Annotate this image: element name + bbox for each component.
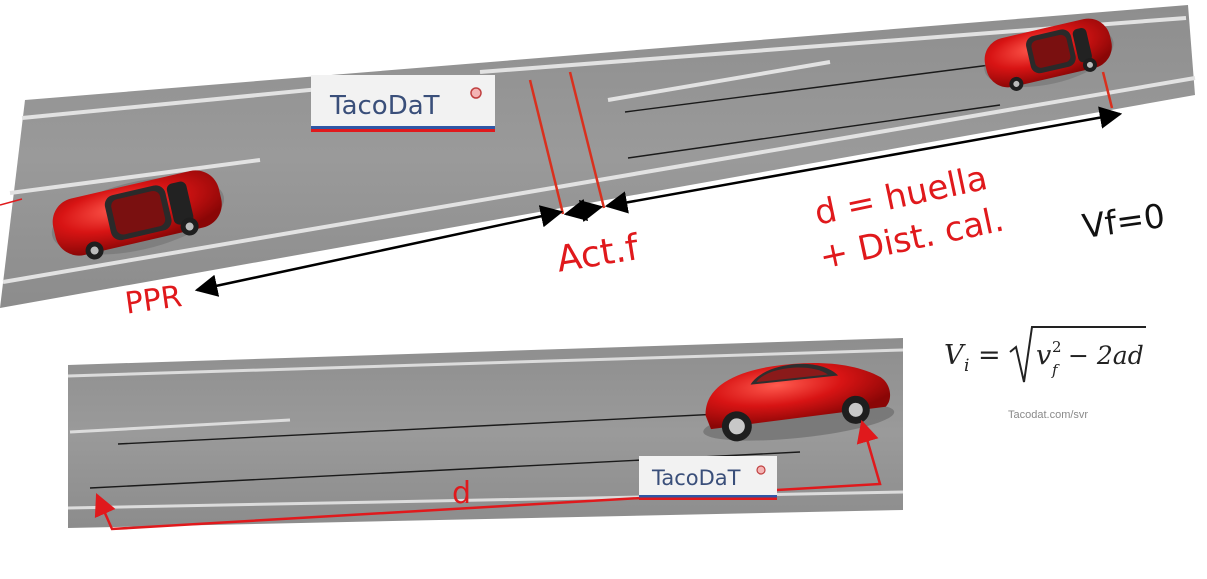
tacodat-logo-icon: TacoDaT bbox=[311, 75, 495, 132]
d-label: d bbox=[452, 476, 471, 511]
red-hatchback-car-icon bbox=[984, 18, 1114, 91]
ppr-label: PPR bbox=[123, 279, 184, 322]
formula-equals: = bbox=[978, 340, 1001, 371]
act-f-label: Act.f bbox=[554, 227, 643, 281]
formula-term-sup: 2 bbox=[1052, 338, 1062, 356]
formula-lhs-var: V bbox=[944, 340, 966, 371]
red-hatchback-car-icon bbox=[51, 170, 224, 260]
bottom-logo-text: TacoDaT bbox=[651, 466, 741, 490]
braking-arrow bbox=[604, 106, 1123, 214]
reaction-arrow bbox=[563, 198, 604, 223]
velocity-formula: V i = v 2 f − 2ad bbox=[944, 326, 1146, 383]
formula-rest: − 2ad bbox=[1068, 341, 1144, 370]
vf-label: Vf=0 bbox=[1080, 196, 1167, 246]
top-logo-text: TacoDaT bbox=[329, 91, 440, 121]
formula-term-sub: f bbox=[1051, 361, 1060, 379]
d-distance-arrow bbox=[94, 419, 882, 531]
formula-term-var: v bbox=[1036, 340, 1051, 371]
reaction-markers bbox=[528, 71, 1114, 215]
top-arrows bbox=[194, 106, 1123, 297]
formula-lhs-sub: i bbox=[964, 356, 969, 376]
tacodat-logo-icon: TacoDaT bbox=[639, 456, 777, 500]
ppr-arrow bbox=[194, 205, 564, 297]
sqrt-radical bbox=[1009, 326, 1146, 383]
credit-text: Tacodat.com/svr bbox=[1008, 409, 1088, 421]
